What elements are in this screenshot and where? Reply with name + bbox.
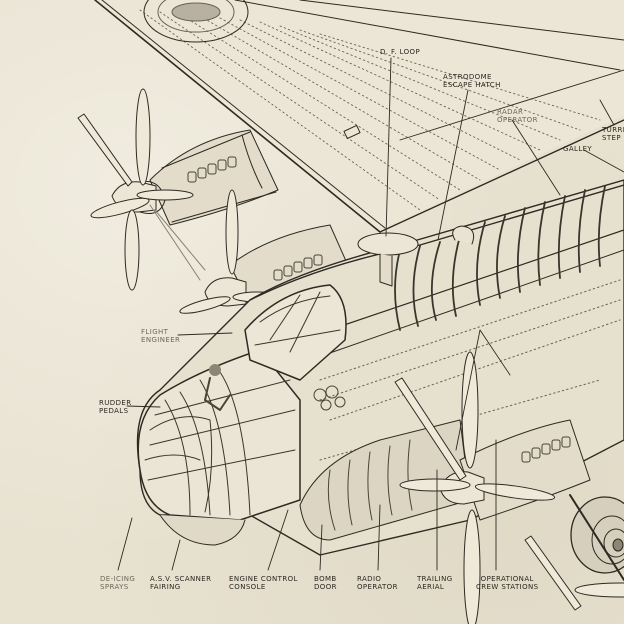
label-flight-engineer: FLIGHT ENGINEER [141,328,181,344]
label-operational-crew-stations: OPERATIONAL CREW STATIONS [476,575,539,591]
label-astrodome-escape-hatch: ASTRODOME ESCAPE HATCH [443,73,501,89]
label-df-loop: D. F. LOOP [380,48,421,56]
label-deicing-sprays: DE-ICING SPRAYS [100,575,136,591]
outer-propeller [77,88,206,291]
label-radar-operator: RADAR OPERATOR [497,108,538,124]
upper-wing [94,0,624,233]
label-turret-step: TURRE STEP [602,126,624,142]
lower-propeller [394,351,624,624]
label-asv-scanner-fairing: A.S.V. SCANNER FAIRING [150,575,212,591]
label-rudder-pedals: RUDDER PEDALS [99,399,132,415]
label-galley: GALLEY [563,145,593,153]
label-engine-control-console: ENGINE CONTROL CONSOLE [229,575,298,591]
df-loop-fairing [357,225,475,287]
label-radio-operator: RADIO OPERATOR [357,575,398,591]
nose-cockpit [137,284,347,546]
label-bomb-door: BOMB DOOR [314,575,337,591]
label-trailing-aerial: TRAILING AERIAL [417,575,453,591]
callout-leader-lines [117,57,624,571]
landing-gear-wheel [569,494,624,581]
